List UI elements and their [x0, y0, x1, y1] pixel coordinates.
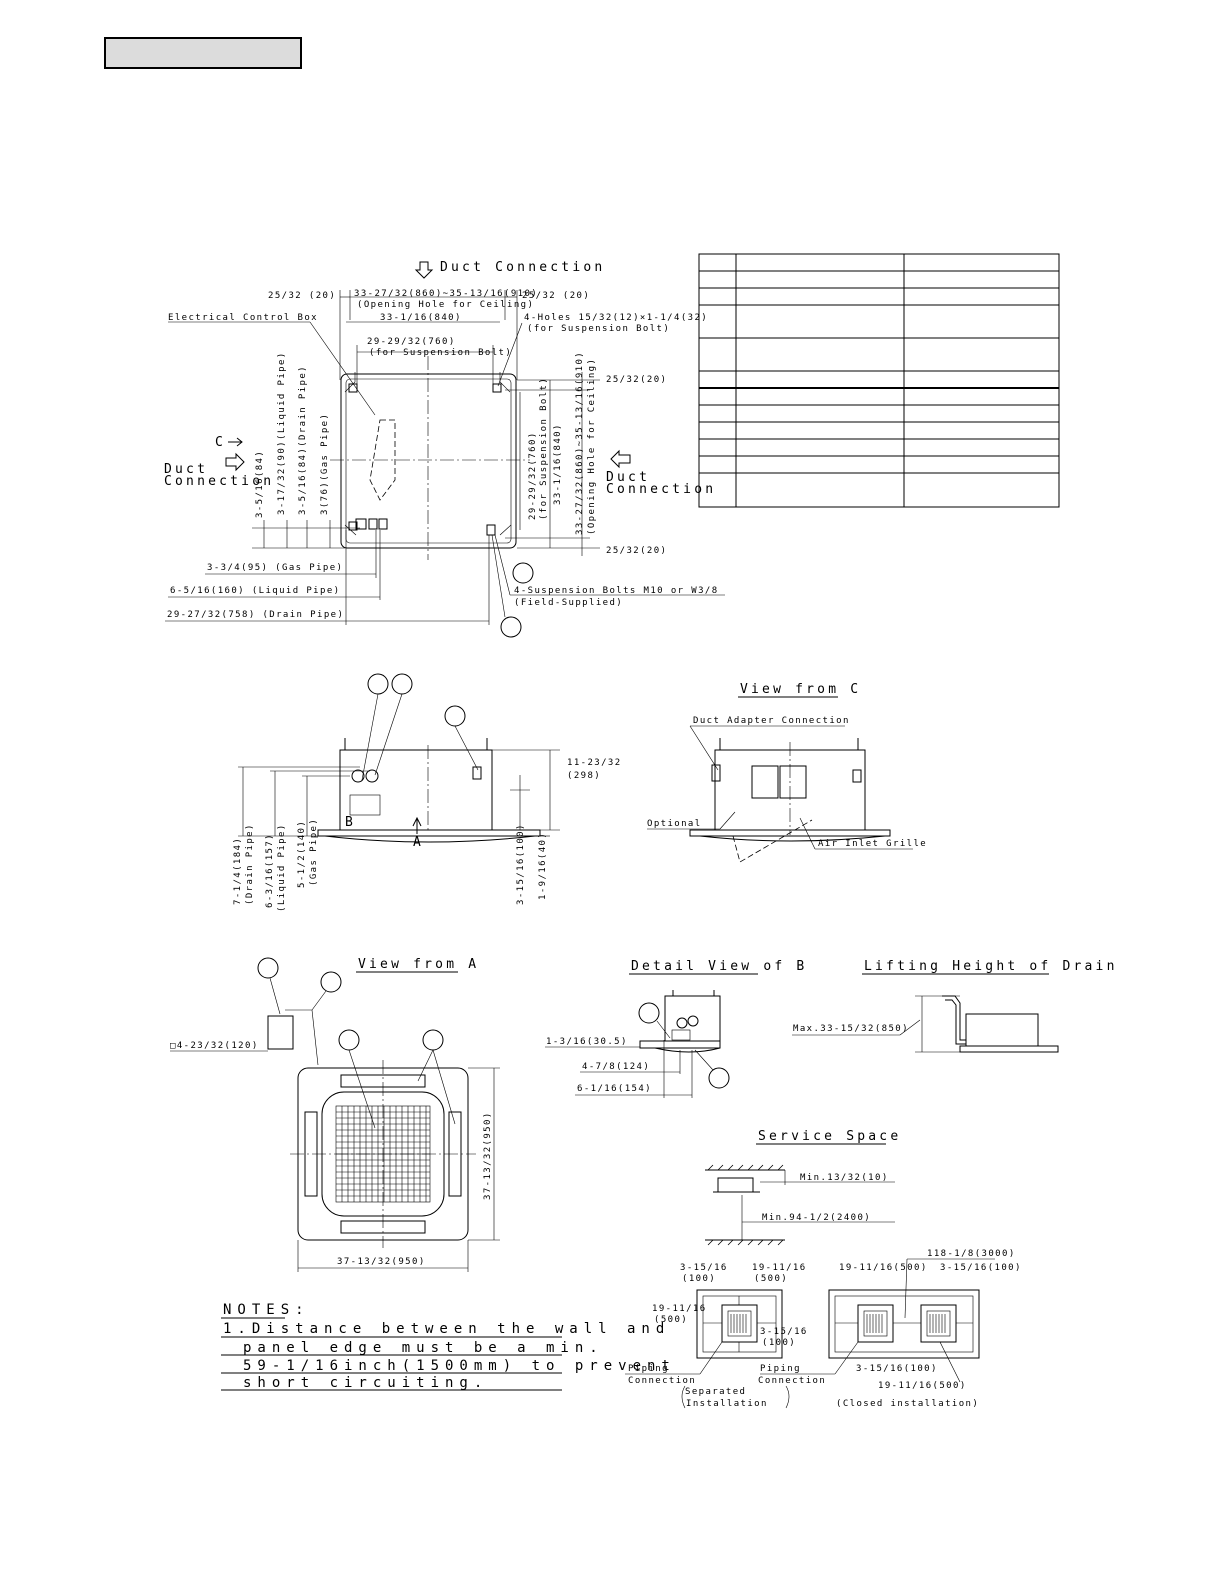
- suspension-bolts-label: 4-Suspension Bolts M10 or W3/8: [514, 586, 719, 596]
- service-500-a: (500): [754, 1274, 788, 1284]
- dim-11-23-32: 11-23/32: [567, 758, 622, 768]
- lifting-title: Lifting Height of Drain: [864, 959, 1118, 974]
- parts-table: [698, 253, 1060, 508]
- service-c-118: 118-1/8(3000): [927, 1249, 1016, 1259]
- dim-33-1-16: 33-1/16(840): [380, 313, 462, 323]
- service-500-b: (500): [654, 1315, 688, 1325]
- duct-connection-left-1: Duct: [164, 462, 208, 477]
- service-connection-2: Connection: [758, 1376, 826, 1386]
- service-100-b: (100): [762, 1338, 796, 1348]
- duct-adapter-label: Duct Adapter Connection: [693, 716, 850, 726]
- view-from-c: View from C Duct Adapter Connection Opti…: [647, 682, 927, 863]
- dim-ceiling-opening: 33-27/32(860)~35-13/16(910): [354, 289, 538, 299]
- detail-b-dim-1: 1-3/16(30.5): [546, 1037, 628, 1047]
- service-3-15-16-b: 3-15/16: [760, 1327, 808, 1337]
- view-a-title: View from A: [358, 957, 479, 972]
- notes-line-3: 59-1/16inch(1500mm) to prevent: [243, 1358, 676, 1374]
- service-separated-1: Separated: [685, 1387, 746, 1397]
- v-right-for-suspension: (for Suspension Bolt): [539, 377, 549, 520]
- v-gas-label: (Gas Pipe): [309, 818, 319, 886]
- for-suspension-bolt-inner-label: (for Suspension Bolt): [369, 348, 512, 358]
- v-liquid-label: (Liquid Pipe): [277, 823, 287, 912]
- service-space: Service Space Min.13/32(10) Min.94-1/2(2…: [625, 1129, 1022, 1409]
- service-3-15-16-a: 3-15/16: [680, 1263, 728, 1273]
- service-c-3-100: 3-15/16(100): [940, 1263, 1022, 1273]
- duct-connection-right-2: Connection: [606, 482, 716, 497]
- v-drain-label: (Drain Pipe): [245, 823, 255, 905]
- v-right-opening: 33-27/32(860)~35-13/16(910): [575, 351, 585, 535]
- v-liquid: 6-3/16(157): [265, 833, 275, 908]
- service-piping-2: Piping: [760, 1364, 801, 1374]
- v-3-15-16: 3-15/16(100): [516, 823, 526, 905]
- dim-298: (298): [567, 771, 601, 781]
- service-100-a: (100): [682, 1274, 716, 1284]
- service-c-19-500-b: 19-11/16(500): [878, 1381, 967, 1391]
- v-3-5-16-84: 3-5/16(84): [255, 450, 265, 518]
- v-right-opening-label: (Opening Hole for Ceiling): [587, 358, 597, 535]
- field-supplied-label: (Field-Supplied): [514, 598, 623, 608]
- duct-connection-top-label: Duct Connection: [440, 260, 605, 275]
- dim-25-32-left: 25/32 (20): [268, 291, 336, 301]
- side-view: B A 11-23/32 (298) 3-15/16(100) 1-9/16(4…: [233, 673, 622, 912]
- optional-label: Optional: [647, 819, 702, 829]
- service-connection-1: Connection: [628, 1376, 696, 1386]
- four-holes-label: 4-Holes 15/32(12)×1-1/4(32): [524, 313, 708, 323]
- dim-25-32-r2: 25/32(20): [606, 546, 667, 556]
- duct-connection-left-2: Connection: [164, 474, 274, 489]
- dim-25-32-r1: 25/32(20): [606, 375, 667, 385]
- dim-drain-pipe: 29-27/32(758) (Drain Pipe): [167, 610, 344, 620]
- notes-line-2: panel edge must be a min.: [243, 1340, 604, 1356]
- lifting-max: Max.33-15/32(850): [793, 1024, 909, 1034]
- label-b: B: [345, 815, 356, 830]
- v-1-9-16: 1-9/16(40): [538, 832, 548, 900]
- dim-29-29-32: 29-29/32(760): [367, 337, 456, 347]
- view-c-title: View from C: [740, 682, 861, 697]
- dim-height: 37-13/32(950): [483, 1111, 493, 1200]
- view-from-a: View from A □4-23/32(120): [170, 957, 500, 1272]
- dim-liquid-pipe: 6-5/16(160) (Liquid Pipe): [170, 586, 340, 596]
- square-dim: □4-23/32(120): [170, 1041, 259, 1051]
- detail-b-dim-2: 4-7/8(124): [582, 1062, 650, 1072]
- for-suspension-bolt-top-label: (for Suspension Bolt): [527, 324, 670, 334]
- v-gas: 5-1/2(140): [297, 820, 307, 888]
- opening-hole-for-ceiling-label: (Opening Hole for Ceiling): [357, 300, 534, 310]
- detail-b-dim-3: 6-1/16(154): [577, 1084, 652, 1094]
- v-drain: 7-1/4(184): [233, 837, 243, 905]
- v-right-suspension: 29-29/32(760): [528, 431, 538, 520]
- service-min-top: Min.13/32(10): [800, 1173, 889, 1183]
- notes: NOTES: 1.Distance between the wall and p…: [221, 1302, 676, 1391]
- v-3-5-16-drain: 3-5/16(84)(Drain Pipe): [298, 365, 308, 515]
- electrical-control-box-label: Electrical Control Box: [168, 313, 318, 323]
- notes-line-4: short circuiting.: [243, 1375, 488, 1391]
- notes-title: NOTES:: [223, 1302, 310, 1318]
- service-min-height: Min.94-1/2(2400): [762, 1213, 871, 1223]
- v-3-17-32-liquid: 3-17/32(90)(Liquid Pipe): [277, 351, 287, 515]
- lifting-height-of-drain: Lifting Height of Drain Max.33-15/32(850…: [792, 959, 1118, 1053]
- dim-gas-pipe: 3-3/4(95) (Gas Pipe): [207, 563, 343, 573]
- detail-b-title: Detail View of B: [631, 959, 807, 974]
- service-c-3-100-b: 3-15/16(100): [856, 1364, 938, 1374]
- c-arrow-label: C: [215, 435, 226, 450]
- air-inlet-grille-label: Air Inlet Grille: [818, 839, 927, 849]
- detail-view-b: Detail View of B 1-3/16(30.5) 4-7/8(124)…: [545, 959, 807, 1098]
- v-right-33-1-16: 33-1/16(840): [553, 423, 563, 505]
- service-c-19-500: 19-11/16(500): [839, 1263, 928, 1273]
- duct-connection-right-1: Duct: [606, 470, 650, 485]
- service-separated-2: Installation: [686, 1399, 768, 1409]
- label-a: A: [413, 835, 424, 850]
- notes-line-1: 1.Distance between the wall and: [223, 1321, 670, 1337]
- service-piping-1: Piping: [628, 1364, 669, 1374]
- service-closed: (Closed installation): [836, 1399, 979, 1409]
- dim-25-32-right: 25/32 (20): [522, 291, 590, 301]
- v-3-gas: 3(76)(Gas Pipe): [320, 413, 330, 515]
- page-title-box: [104, 37, 302, 69]
- service-19-11-16-a: 19-11/16: [752, 1263, 807, 1273]
- dim-width: 37-13/32(950): [337, 1257, 426, 1267]
- service-19-11-16-b: 19-11/16: [652, 1304, 707, 1314]
- service-title: Service Space: [758, 1129, 901, 1144]
- top-plan-view: Duct Connection 25/32 (20) 33-27/32(860)…: [164, 260, 725, 638]
